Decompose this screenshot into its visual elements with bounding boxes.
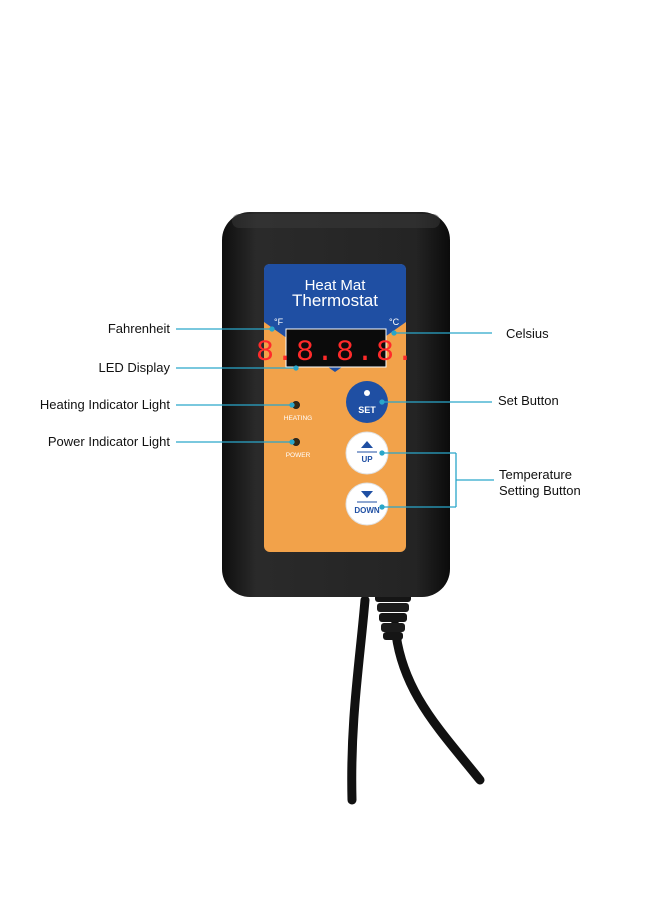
led-digits: 8.8.8.8. <box>256 336 416 370</box>
celsius-unit-label: °C <box>389 317 400 327</box>
heating-indicator-callout: Heating Indicator Light <box>39 397 170 412</box>
panel-title-line1: Heat Mat <box>305 277 367 294</box>
heating-indicator-label: HEATING <box>284 415 312 422</box>
temperature-setting-callout-line2: Setting Button <box>499 483 581 498</box>
cable-strain-relief <box>375 592 411 640</box>
power-indicator-callout: Power Indicator Light <box>47 434 170 449</box>
power-indicator-label: POWER <box>286 452 311 459</box>
led-display-callout: LED Display <box>98 360 170 375</box>
up-button-label: UP <box>361 455 373 464</box>
temperature-setting-callout-line1: Temperature <box>499 467 572 482</box>
down-arrow-icon <box>361 491 373 498</box>
panel-title-line2: Thermostat <box>292 291 378 310</box>
set-button[interactable]: SET <box>346 381 388 423</box>
callout-leader-lines <box>176 326 494 510</box>
up-arrow-icon <box>361 441 373 448</box>
temperature-setting-callout: Temperature Setting Button <box>499 467 581 499</box>
celsius-callout: Celsius <box>506 326 549 341</box>
led-display: 8.8.8.8. <box>256 328 416 370</box>
fahrenheit-callout: Fahrenheit <box>107 321 170 336</box>
set-button-label: SET <box>358 405 376 415</box>
power-cable <box>347 595 485 805</box>
fahrenheit-unit-label: °F <box>274 317 284 327</box>
down-button-label: DOWN <box>354 506 380 515</box>
set-button-callout: Set Button <box>498 393 559 408</box>
down-button[interactable]: DOWN <box>345 482 389 526</box>
